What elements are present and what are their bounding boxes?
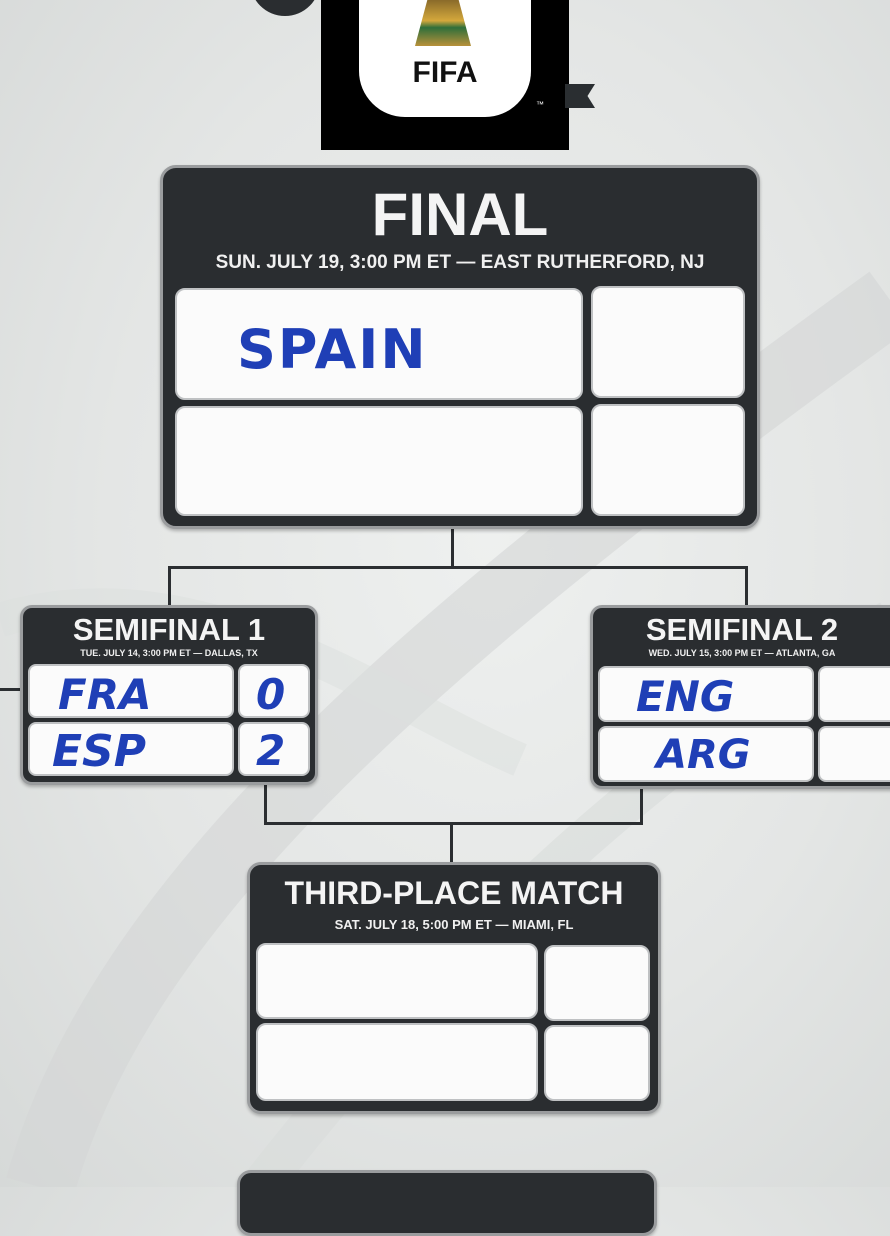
semifinal1-score1: 0 xyxy=(256,670,286,719)
logo-text: FIFA xyxy=(412,56,478,89)
third-place-card: THIRD-PLACE MATCH SAT. JULY 18, 5:00 PM … xyxy=(247,862,661,1114)
final-title: FINAL xyxy=(371,181,549,248)
semifinal1-team1-slot[interactable]: FRA xyxy=(28,664,234,719)
semifinal2-team2-slot[interactable]: ARG xyxy=(598,726,814,782)
third-place-subtitle: SAT. JULY 18, 5:00 PM ET — MIAMI, FL xyxy=(334,917,574,932)
logo-trademark: ™ xyxy=(536,100,544,109)
third-place-title: THIRD-PLACE MATCH xyxy=(284,875,624,911)
semifinal2-score1-slot[interactable] xyxy=(818,666,890,722)
connector-semi2-down xyxy=(640,782,643,824)
semifinal2-card: SEMIFINAL 2 WED. JULY 15, 3:00 PM ET — A… xyxy=(590,605,890,789)
connector-third-bar xyxy=(264,822,643,825)
semifinal1-score2: 2 xyxy=(256,726,286,775)
connector-semis-bar xyxy=(168,566,748,569)
semifinal1-score2-slot[interactable]: 2 xyxy=(238,722,310,776)
final-team2-slot[interactable] xyxy=(175,406,583,516)
connector-semi1-down xyxy=(264,782,267,824)
third-place-score2-slot[interactable] xyxy=(544,1025,650,1101)
final-score1-slot[interactable] xyxy=(591,286,745,398)
ribbon-shape xyxy=(565,84,595,108)
semifinal2-team2-name: ARG xyxy=(656,732,751,778)
semifinal2-subtitle: WED. JULY 15, 3:00 PM ET — ATLANTA, GA xyxy=(648,648,836,658)
connector-final-stem xyxy=(451,528,454,568)
logo-blob xyxy=(250,0,320,16)
final-team1-slot[interactable]: SPAIN xyxy=(175,288,583,400)
connector-semi1-drop xyxy=(168,566,171,608)
semifinal1-subtitle: TUE. JULY 14, 3:00 PM ET — DALLAS, TX xyxy=(80,648,258,658)
fifa-logo: FIFA ™ xyxy=(321,0,569,150)
semifinal2-team1-name: ENG xyxy=(636,672,735,721)
semifinal1-team2-slot[interactable]: ESP xyxy=(28,722,234,777)
final-card: FINAL SUN. JULY 19, 3:00 PM ET — EAST RU… xyxy=(160,165,760,529)
connector-third-stem xyxy=(450,822,453,864)
semifinal2-score2-slot[interactable] xyxy=(818,726,890,782)
semifinal2-title: SEMIFINAL 2 xyxy=(645,612,839,647)
third-place-score1-slot[interactable] xyxy=(544,945,650,1021)
semifinal1-score1-slot[interactable]: 0 xyxy=(238,664,310,719)
connector-left-edge xyxy=(0,688,20,691)
connector-semi2-drop xyxy=(745,566,748,608)
semifinal1-team1-name: FRA xyxy=(58,670,152,719)
final-team1-name: SPAIN xyxy=(237,318,428,381)
semifinal1-title: SEMIFINAL 1 xyxy=(72,612,266,647)
semifinal1-card: SEMIFINAL 1 TUE. JULY 14, 3:00 PM ET — D… xyxy=(20,605,318,785)
third-place-team2-slot[interactable] xyxy=(256,1023,538,1101)
final-score2-slot[interactable] xyxy=(591,404,745,516)
third-place-team1-slot[interactable] xyxy=(256,943,538,1019)
semifinal1-team2-name: ESP xyxy=(52,726,146,777)
bottom-partial-card xyxy=(237,1170,657,1236)
final-subtitle: SUN. JULY 19, 3:00 PM ET — EAST RUTHERFO… xyxy=(215,252,705,273)
semifinal2-team1-slot[interactable]: ENG xyxy=(598,666,814,722)
